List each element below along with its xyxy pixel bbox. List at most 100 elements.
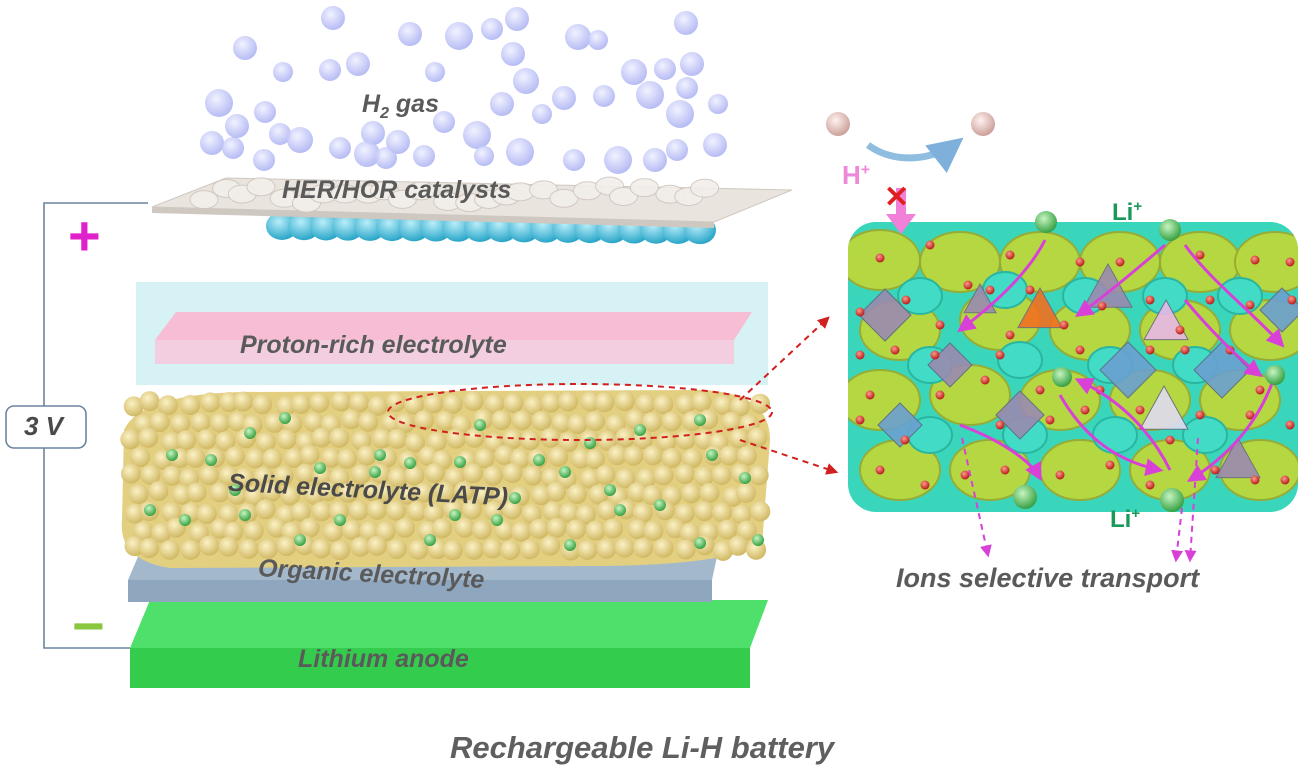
- latp-sphere: [540, 427, 561, 448]
- latp-sphere: [558, 431, 579, 452]
- li-dot: [404, 457, 416, 469]
- latp-sphere: [309, 392, 330, 413]
- oxygen-atom: [1280, 475, 1290, 485]
- latp-sphere: [311, 427, 332, 448]
- latp-sphere: [731, 504, 752, 525]
- latp-sphere: [566, 484, 587, 505]
- latp-sphere: [323, 521, 344, 542]
- latp-sphere: [349, 392, 370, 413]
- catalyst-particle: [549, 188, 579, 208]
- gas-bubble: [501, 42, 525, 66]
- h2-gas-label: H2 gas: [362, 90, 439, 123]
- latp-sphere: [736, 520, 757, 541]
- latp-sphere: [244, 486, 265, 507]
- latp-sphere: [712, 540, 733, 561]
- gas-bubble: [532, 104, 552, 124]
- gas-bubble: [593, 85, 615, 107]
- latp-sphere: [540, 535, 561, 556]
- gas-bubble: [643, 148, 667, 172]
- oxygen-atom: [1180, 345, 1190, 355]
- oxygen-atom: [1250, 255, 1260, 265]
- latp-sphere: [380, 412, 401, 433]
- gas-bubble: [445, 22, 473, 50]
- gas-bubble: [386, 130, 410, 154]
- li-dot: [509, 492, 521, 504]
- latp-sphere: [627, 519, 648, 540]
- oxygen-atom: [1005, 330, 1015, 340]
- latp-sphere: [442, 393, 463, 414]
- latp-sphere: [484, 393, 505, 414]
- latp-sphere: [584, 449, 605, 470]
- gas-bubble: [506, 138, 534, 166]
- proton-blocked: [826, 112, 995, 234]
- oxygen-atom: [1250, 475, 1260, 485]
- latp-sphere: [641, 411, 662, 432]
- framework-channel: [1217, 277, 1263, 315]
- framework-channel: [897, 277, 943, 315]
- framework-surface: [1234, 231, 1298, 293]
- latp-sphere: [719, 445, 740, 466]
- latp-sphere: [218, 465, 239, 486]
- latp-sphere: [482, 538, 503, 559]
- oxygen-atom: [1245, 410, 1255, 420]
- latp-sphere: [491, 410, 512, 431]
- latp-sphere: [520, 430, 541, 451]
- latp-sphere: [330, 391, 351, 412]
- oxygen-atom: [1205, 295, 1215, 305]
- latp-sphere: [635, 393, 656, 414]
- oxygen-atom: [1245, 300, 1255, 310]
- latp-sphere: [675, 539, 696, 560]
- latp-sphere: [358, 411, 379, 432]
- li-ion-label-bottom-charge: +: [1131, 505, 1141, 522]
- gas-bubble: [666, 100, 694, 128]
- latp-sphere: [423, 503, 444, 524]
- oxygen-atom: [935, 390, 945, 400]
- latp-sphere: [566, 519, 587, 540]
- gas-bubble: [361, 121, 385, 145]
- latp-sphere: [190, 412, 211, 433]
- transport-label: Ions selective transport: [896, 563, 1200, 593]
- latp-sphere: [329, 467, 350, 488]
- latp-sphere: [694, 501, 715, 522]
- latp-sphere: [209, 412, 230, 433]
- gas-bubble: [621, 59, 647, 85]
- latp-sphere: [413, 482, 434, 503]
- latp-sphere: [338, 482, 359, 503]
- latp-sphere: [661, 447, 682, 468]
- latp-sphere: [303, 412, 324, 433]
- latp-sphere: [149, 411, 170, 432]
- latp-sphere: [633, 537, 654, 558]
- latp-sphere: [320, 447, 341, 468]
- li-ion-label-bottom: Li+: [1110, 505, 1140, 534]
- oxygen-atom: [900, 435, 910, 445]
- oxygen-atom: [1035, 385, 1045, 395]
- latp-sphere: [351, 430, 372, 451]
- oxygen-atom: [855, 350, 865, 360]
- latp-sphere: [717, 519, 738, 540]
- li-dot: [334, 514, 346, 526]
- oxygen-atom: [1145, 295, 1155, 305]
- latp-sphere: [522, 465, 543, 486]
- latp-sphere: [653, 394, 674, 415]
- latp-sphere: [699, 482, 720, 503]
- latp-sphere: [434, 481, 455, 502]
- latp-sphere: [736, 445, 757, 466]
- oxygen-atom: [1045, 415, 1055, 425]
- gas-bubble: [354, 141, 380, 167]
- li-ion-label-top: Li+: [1112, 198, 1142, 227]
- framework-channel: [997, 341, 1043, 379]
- gas-bubble: [474, 146, 494, 166]
- latp-sphere: [255, 432, 276, 453]
- latp-sphere: [643, 520, 664, 541]
- oxygen-atom: [1135, 405, 1145, 415]
- latp-sphere: [462, 463, 483, 484]
- li-dot: [584, 437, 596, 449]
- latp-sphere: [585, 520, 606, 541]
- latp-sphere: [329, 427, 350, 448]
- latp-sphere: [148, 481, 169, 502]
- latp-sphere: [674, 464, 695, 485]
- proton-electrolyte-layer: [136, 282, 768, 385]
- latp-sphere: [139, 538, 160, 559]
- latp-sphere: [736, 482, 757, 503]
- oxygen-atom: [1195, 250, 1205, 260]
